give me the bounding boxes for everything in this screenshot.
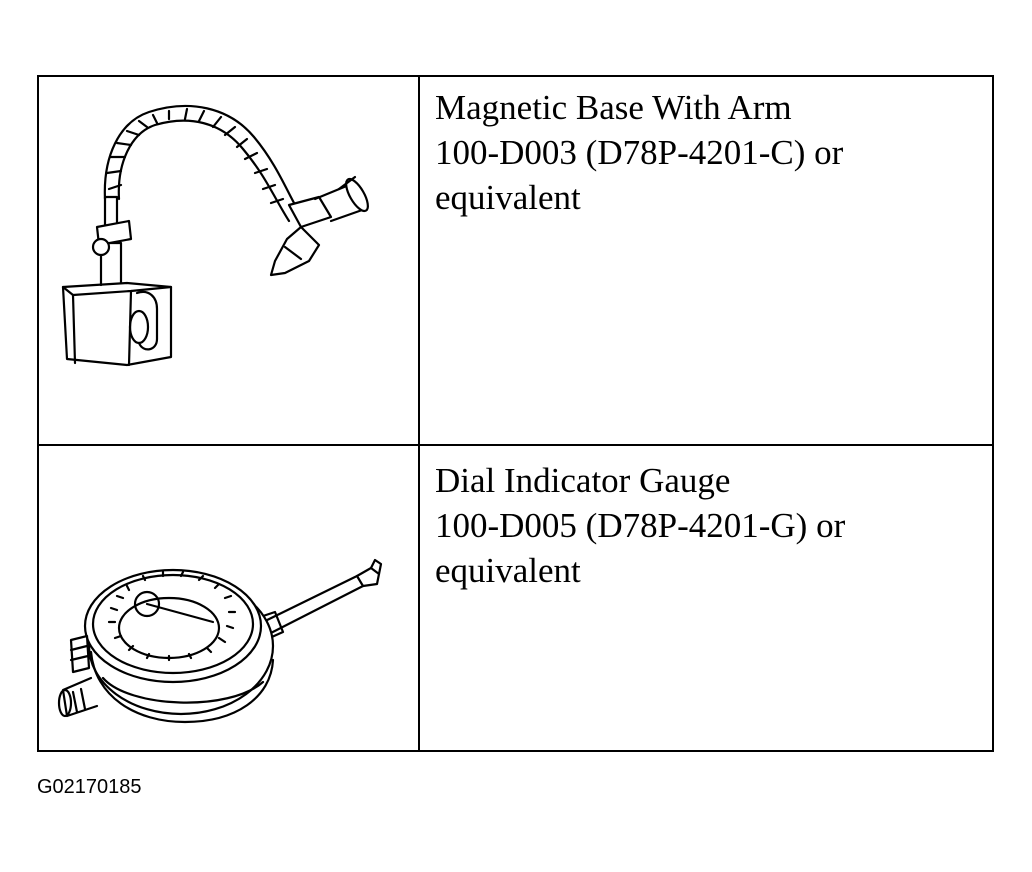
tool-note: equivalent	[435, 178, 581, 217]
tool-name: Dial Indicator Gauge	[435, 461, 731, 500]
tool-description: Magnetic Base With Arm 100-D003 (D78P-42…	[435, 85, 843, 220]
tool-image-cell	[39, 77, 420, 444]
dial-indicator-icon	[57, 558, 383, 724]
tool-part-number: 100-D005 (D78P-4201-G) or	[435, 506, 846, 545]
tool-name: Magnetic Base With Arm	[435, 88, 792, 127]
tool-row: Dial Indicator Gauge 100-D005 (D78P-4201…	[39, 446, 992, 750]
tool-description: Dial Indicator Gauge 100-D005 (D78P-4201…	[435, 458, 845, 593]
tool-table: Magnetic Base With Arm 100-D003 (D78P-42…	[37, 75, 994, 752]
tool-description-cell: Magnetic Base With Arm 100-D003 (D78P-42…	[420, 77, 992, 444]
magnetic-base-icon	[61, 104, 369, 367]
tool-description-cell: Dial Indicator Gauge 100-D005 (D78P-4201…	[420, 446, 992, 750]
figure-id: G02170185	[37, 776, 142, 798]
tool-note: equivalent	[435, 551, 581, 590]
tool-image-cell	[39, 446, 420, 750]
tool-row: Magnetic Base With Arm 100-D003 (D78P-42…	[39, 77, 992, 446]
tool-part-number: 100-D003 (D78P-4201-C) or	[435, 133, 844, 172]
